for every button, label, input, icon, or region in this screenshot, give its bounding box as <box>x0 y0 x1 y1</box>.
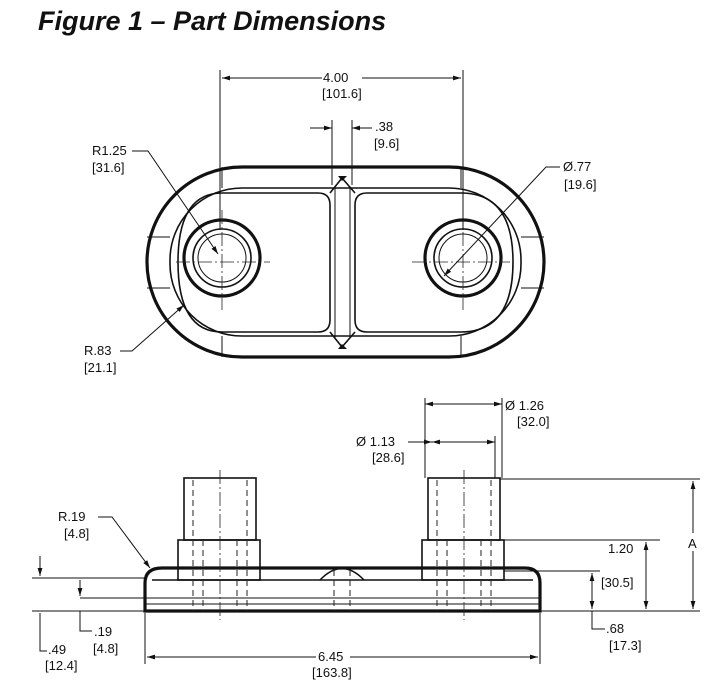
left-boss-profile <box>177 470 261 620</box>
right-boss-profile <box>421 470 505 620</box>
left-pocket <box>177 192 331 333</box>
center-rib-profile <box>319 567 365 581</box>
dim-end-radius: R1.25 <box>92 143 127 158</box>
dim-plate-height-metric: [17.3] <box>609 638 642 653</box>
dim-rib-width-metric: [9.6] <box>374 136 399 151</box>
right-pocket <box>354 192 514 333</box>
dim-boss-inner-diameter-metric: [28.6] <box>372 450 405 465</box>
dim-boss-height: 1.20 <box>608 541 633 556</box>
dim-plate-height: .68 <box>606 621 624 636</box>
dim-flange-thickness-metric: [4.8] <box>93 641 118 656</box>
dim-boss-outer-diameter: Ø 1.26 <box>505 398 544 413</box>
dim-base-thickness-metric: [12.4] <box>45 658 78 673</box>
right-boss <box>412 210 510 310</box>
dim-boss-inner-diameter: Ø 1.13 <box>356 434 395 449</box>
base-plate <box>143 566 542 613</box>
figure-title: Figure 1 – Part Dimensions <box>38 6 387 36</box>
top-view: 4.00 [101.6] .38 [9.6] R1.25 [31.6] Ø.77… <box>84 70 597 375</box>
dim-base-thickness: .49 <box>48 642 66 657</box>
dim-overall-width: 4.00 <box>323 70 348 85</box>
dim-fillet-radius-metric: [4.8] <box>64 526 89 541</box>
side-view: Ø 1.26 [32.0] Ø 1.13 [28.6] R.19 [4.8] A… <box>32 398 700 680</box>
dim-end-radius-metric: [31.6] <box>92 160 125 175</box>
dim-corner-radius: R.83 <box>84 343 111 358</box>
dim-fillet-radius: R.19 <box>58 509 85 524</box>
dim-overall-height: A <box>688 536 697 551</box>
left-boss <box>176 210 270 310</box>
dim-hole-diameter-metric: [19.6] <box>564 177 597 192</box>
top-view-outline <box>145 165 546 359</box>
dim-overall-length: 6.45 <box>318 649 343 664</box>
dim-rib-width: .38 <box>375 119 393 134</box>
dim-boss-outer-diameter-metric: [32.0] <box>517 414 550 429</box>
dim-overall-width-metric: [101.6] <box>322 86 362 101</box>
dim-hole-diameter: Ø.77 <box>563 159 591 174</box>
top-view-inner-outline <box>169 187 522 337</box>
dim-flange-thickness: .19 <box>94 624 112 639</box>
center-rib <box>329 176 356 349</box>
dim-boss-height-metric: [30.5] <box>601 575 634 590</box>
dim-corner-radius-metric: [21.1] <box>84 360 117 375</box>
dim-overall-length-metric: [163.8] <box>312 665 352 680</box>
